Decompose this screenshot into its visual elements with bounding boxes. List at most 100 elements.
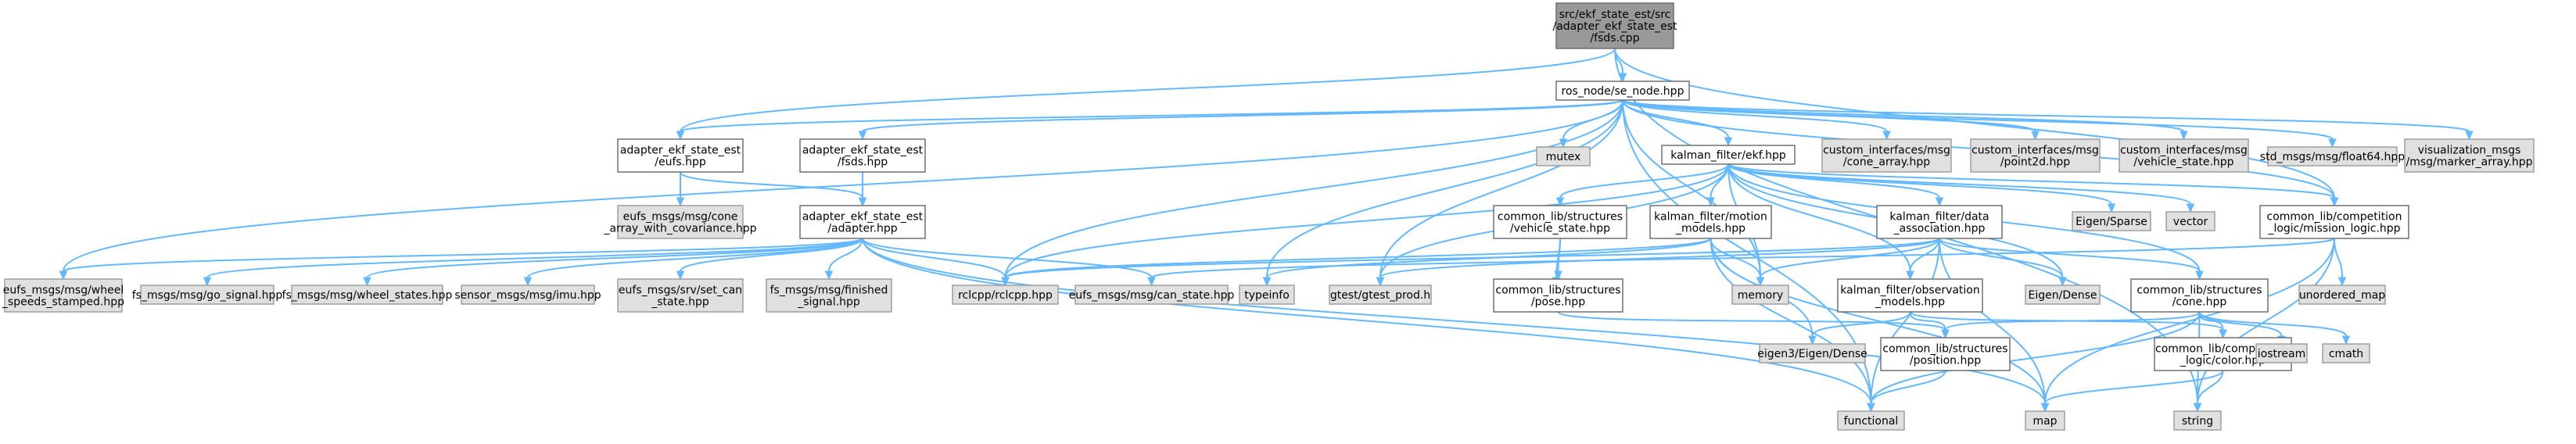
arrowhead-mission_logic-to-unordered_map [2337, 277, 2347, 287]
node-map[interactable]: map [2025, 410, 2065, 431]
edge-root-to-mission_logic [1614, 48, 2335, 199]
node-vector[interactable]: vector [2165, 211, 2215, 231]
node-motion_models[interactable]: kalman_filter/motion_models.hpp [1649, 205, 1772, 239]
node-cone_array[interactable]: custom_interfaces/msg/cone_array.hpp [1821, 138, 1952, 173]
arrowhead-ekf_hpp-to-vehicle_state_hpp [1555, 197, 1565, 207]
node-eigen_sparse[interactable]: Eigen/Sparse [2072, 211, 2151, 231]
edge-cone_hpp-to-position_hpp [1944, 311, 2201, 331]
node-observation[interactable]: kalman_filter/observation_models.hpp [1837, 278, 1983, 313]
edge-adapter_hpp-to-set_can_state [680, 238, 863, 272]
node-point2d[interactable]: custom_interfaces/msg/point2d.hpp [1970, 138, 2101, 173]
node-adapter_hpp[interactable]: adapter_ekf_state_est/adapter.hpp [799, 205, 926, 239]
node-label-root-line-2: /fsds.cpp [1590, 32, 1639, 45]
arrowhead-data_assoc-to-gtest [1376, 277, 1385, 287]
node-label-memory-line-0: memory [1738, 289, 1784, 302]
edge-data_assoc-to-functional [1870, 238, 1940, 404]
node-ekf_hpp[interactable]: kalman_filter/ekf.hpp [1661, 145, 1796, 165]
node-wheel_states[interactable]: fs_msgs/msg/wheel_states.hpp [282, 285, 453, 305]
node-marker_array[interactable]: visualization_msgs/msg/marker_array.hpp [2404, 138, 2535, 173]
node-se_node[interactable]: ros_node/se_node.hpp [1555, 81, 1690, 101]
node-vehicle_state_hpp[interactable]: common_lib/structures/vehicle_state.hpp [1493, 205, 1627, 239]
node-box-fsds_hpp [799, 138, 926, 173]
arrowhead-adapter_hpp-to-imu [523, 277, 533, 287]
edge-motion_models-to-map [1710, 238, 2046, 404]
node-eigen3_dense[interactable]: eigen3/Eigen/Dense [1757, 343, 1867, 363]
arrowhead-data_assoc-to-rclcpp [1001, 277, 1010, 287]
node-box-vehicle_state_msg [2119, 138, 2249, 173]
node-cone_array_cov[interactable]: eufs_msgs/msg/cone_array_with_covariance… [603, 205, 757, 239]
node-cmath[interactable]: cmath [2322, 343, 2370, 363]
node-box-vector [2165, 211, 2215, 231]
node-label-vehicle_state_msg-line-1: /vehicle_state.hpp [2133, 156, 2233, 169]
node-functional[interactable]: functional [1837, 410, 1905, 431]
node-imu[interactable]: sensor_msgs/msg/imu.hpp [454, 285, 601, 305]
edge-adapter_hpp-to-functional [862, 238, 1872, 404]
edge-ekf_hpp-to-mission_logic [1727, 163, 2335, 199]
node-unordered_map[interactable]: unordered_map [2298, 285, 2386, 305]
node-mutex[interactable]: mutex [1536, 146, 1591, 166]
edge-position_hpp-to-functional [1870, 370, 1946, 404]
node-pose_hpp[interactable]: common_lib/structures/pose.hpp [1493, 278, 1623, 313]
node-fsds_hpp[interactable]: adapter_ekf_state_est/fsds.hpp [799, 138, 926, 173]
arrowhead-data_assoc-to-memory [1756, 277, 1765, 287]
node-label-wheel_speeds-line-0: eufs_msgs/msg/wheel [3, 285, 124, 297]
node-box-eufs_hpp [617, 138, 744, 173]
node-data_assoc[interactable]: kalman_filter/data_association.hpp [1876, 205, 2003, 239]
node-label-adapter_hpp-line-0: adapter_ekf_state_est [802, 211, 924, 224]
node-eigen_dense[interactable]: Eigen/Dense [2025, 285, 2101, 305]
arrowhead-fsds_hpp-to-adapter_hpp [858, 197, 867, 207]
node-set_can_state[interactable]: eufs_msgs/srv/set_can_state.hpp [617, 278, 744, 313]
node-label-vector-line-0: vector [2173, 216, 2208, 228]
arrowhead-cone_hpp-to-color_hpp [2219, 329, 2227, 339]
edge-mission_logic-to-string [2197, 238, 2335, 404]
arrowhead-se_node-to-cone_array [1882, 131, 1891, 141]
node-label-wheel_speeds-line-1: _speeds_stamped.hpp [2, 296, 124, 309]
edge-se_node-to-wheel_speeds [63, 99, 1623, 272]
edge-adapter_hpp-to-go_signal [206, 238, 863, 278]
node-label-iostream-line-0: iostream [2258, 348, 2306, 360]
node-iostream[interactable]: iostream [2255, 343, 2308, 363]
edge-eufs_hpp-to-adapter_hpp [680, 171, 863, 199]
node-box-observation [1837, 278, 1983, 313]
node-finished_signal[interactable]: fs_msgs/msg/finished_signal.hpp [766, 278, 892, 313]
edge-cone_hpp-to-iostream [2198, 311, 2283, 337]
node-float64[interactable]: std_msgs/msg/float64.hpp [2260, 146, 2406, 166]
node-box-imu [461, 285, 595, 305]
node-label-data_assoc-line-0: kalman_filter/data [1889, 211, 1989, 224]
node-box-motion_models [1649, 205, 1772, 239]
node-label-pose_hpp-line-1: /pose.hpp [1531, 296, 1585, 309]
node-typeinfo[interactable]: typeinfo [1239, 285, 1295, 305]
node-box-unordered_map [2298, 285, 2386, 305]
edge-cone_hpp-to-functional [1870, 311, 2201, 404]
node-box-map [2025, 410, 2065, 431]
node-label-unordered_map-line-0: unordered_map [2299, 289, 2385, 302]
arrowhead-se_node-to-marker_array [2465, 131, 2474, 141]
edge-observation-to-eigen3_dense [1811, 311, 1911, 337]
edge-cone_hpp-to-cmath [2198, 311, 2347, 337]
node-label-se_node-line-0: ros_node/se_node.hpp [1562, 85, 1684, 98]
node-mission_logic[interactable]: common_lib/competition_logic/mission_log… [2259, 205, 2409, 239]
arrowhead-motion_models-to-typeinfo [1262, 277, 1272, 287]
node-label-point2d-line-0: custom_interfaces/msg [1971, 145, 2099, 157]
node-memory[interactable]: memory [1731, 285, 1789, 305]
node-root: src/ekf_state_est/src/adapter_ekf_state_… [1552, 2, 1677, 49]
node-position_hpp[interactable]: common_lib/structures/position.hpp [1880, 337, 2011, 371]
node-rclcpp[interactable]: rclcpp/rclcpp.hpp [952, 285, 1059, 305]
node-label-data_assoc-line-1: _association.hpp [1893, 223, 1986, 235]
edge-root-to-eufs_hpp [680, 48, 1616, 132]
node-cone_hpp[interactable]: common_lib/structures/cone.hpp [2130, 278, 2269, 313]
node-wheel_speeds[interactable]: eufs_msgs/msg/wheel_speeds_stamped.hpp [2, 278, 124, 313]
node-vehicle_state_msg[interactable]: custom_interfaces/msg/vehicle_state.hpp [2119, 138, 2249, 173]
node-eufs_hpp[interactable]: adapter_ekf_state_est/eufs.hpp [617, 138, 744, 173]
arrowhead-ekf_hpp-to-data_assoc [1935, 197, 1944, 207]
node-label-root-line-0: src/ekf_state_est/src [1559, 9, 1671, 21]
edge-data_assoc-to-map [1939, 238, 2046, 404]
node-gtest[interactable]: gtest/gtest_prod.h [1329, 285, 1432, 305]
arrowhead-data_assoc-to-observation [1906, 270, 1914, 281]
node-go_signal[interactable]: fs_msgs/msg/go_signal.hpp [132, 285, 283, 305]
node-can_state[interactable]: eufs_msgs/msg/can_state.hpp [1069, 285, 1235, 305]
node-string[interactable]: string [2173, 410, 2222, 431]
node-box-eigen_dense [2025, 285, 2101, 305]
arrowhead-adapter_hpp-to-set_can_state [676, 270, 685, 281]
